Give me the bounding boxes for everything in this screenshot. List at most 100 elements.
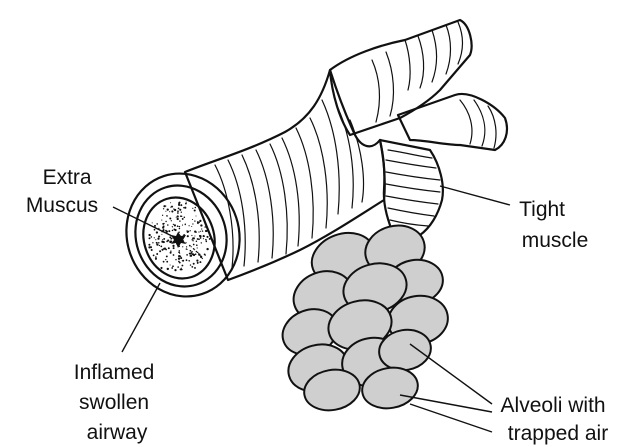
- mucus-speckle: [169, 236, 171, 238]
- mucus-speckle: [160, 246, 162, 248]
- mucus-speckle: [178, 202, 180, 204]
- mucus-speckle: [170, 241, 172, 243]
- mucus-speckle: [169, 211, 170, 212]
- mucus-speckle: [201, 242, 202, 243]
- mucus-speckle: [195, 215, 196, 216]
- mucus-speckle: [184, 207, 186, 209]
- mucus-speckle: [205, 254, 206, 255]
- mucus-speckle: [179, 226, 180, 227]
- mucus-speckle: [172, 230, 174, 232]
- mucus-speckle: [168, 230, 170, 232]
- mucus-speckle: [177, 218, 179, 220]
- mucus-speckle: [200, 256, 202, 258]
- mucus-speckle: [162, 215, 163, 216]
- mucus-speckle: [195, 207, 197, 209]
- mucus-speckle: [179, 250, 180, 251]
- mucus-speckle: [187, 231, 189, 233]
- mucus-speckle: [199, 220, 201, 222]
- mucus-speckle: [198, 231, 199, 232]
- mucus-speckle: [172, 226, 173, 227]
- mucus-speckle: [192, 240, 193, 241]
- mucus-speckle: [177, 215, 179, 217]
- mucus-speckle: [186, 248, 187, 249]
- mucus-speckle: [201, 214, 203, 216]
- mucus-speckle: [165, 259, 166, 260]
- mucus-speckle: [154, 237, 155, 238]
- mucus-speckle: [202, 258, 203, 259]
- mucus-speckle: [200, 231, 201, 232]
- mucus-speckle: [186, 259, 188, 261]
- mucus-speckle: [203, 236, 204, 237]
- mucus-speckle: [202, 230, 203, 231]
- mucus-speckle: [148, 246, 150, 248]
- mucus-speckle: [174, 209, 176, 211]
- mucus-speckle: [177, 267, 178, 268]
- mucus-speckle: [162, 227, 164, 229]
- mucus-speckle: [161, 220, 162, 221]
- mucus-speckle: [200, 224, 202, 226]
- mucus-speckle: [178, 261, 180, 263]
- mucus-speckle: [165, 221, 166, 222]
- mucus-speckle: [156, 231, 158, 233]
- mucus-speckle: [180, 256, 182, 258]
- mucus-speckle: [166, 215, 167, 216]
- mucus-speckle: [173, 247, 175, 249]
- mucus-speckle: [209, 238, 211, 240]
- mucus-speckle: [158, 238, 160, 240]
- lower-bronchus: [380, 140, 443, 238]
- mucus-speckle: [198, 254, 200, 256]
- mucus-speckle: [179, 209, 181, 211]
- mucus-speckle: [192, 253, 194, 255]
- mucus-speckle: [190, 230, 191, 231]
- mucus-speckle: [163, 261, 165, 263]
- leader-tight-muscle: [440, 186, 510, 205]
- mucus-speckle: [195, 253, 197, 255]
- mucus-speckle: [178, 258, 180, 260]
- mucus-speckle: [166, 255, 168, 257]
- mucus-speckle: [156, 242, 158, 244]
- mucus-speckle: [194, 235, 195, 236]
- mucus-speckle: [193, 237, 195, 239]
- mucus-speckle: [200, 237, 202, 239]
- mucus-speckle: [196, 244, 198, 246]
- mucus-speckle: [194, 249, 195, 250]
- mucus-speckle: [172, 265, 174, 267]
- mucus-speckle: [185, 224, 186, 225]
- mucus-speckle: [207, 230, 208, 231]
- mucus-speckle: [191, 246, 192, 247]
- mucus-speckle: [188, 260, 190, 262]
- mucus-speckle: [152, 222, 153, 223]
- mucus-speckle: [187, 235, 189, 237]
- mucus-speckle: [192, 219, 193, 220]
- mucus-speckle: [156, 243, 158, 245]
- mucus-speckle: [199, 261, 201, 263]
- mucus-speckle: [196, 260, 198, 262]
- mucus-speckle: [186, 246, 187, 247]
- mucus-speckle: [167, 208, 169, 210]
- mucus-speckle: [176, 217, 177, 218]
- mucus-speckle: [192, 208, 193, 209]
- mucus-speckle: [180, 268, 182, 270]
- mucus-speckle: [156, 223, 158, 225]
- mucus-speckle: [175, 259, 176, 260]
- mucus-speckle: [174, 269, 176, 271]
- mucus-speckle: [185, 203, 187, 205]
- label-alveoli: Alveoli with trapped air: [501, 394, 612, 445]
- mucus-speckle: [199, 235, 201, 237]
- leader-alveoli-2: [400, 395, 492, 412]
- mucus-speckle: [151, 236, 153, 238]
- mucus-speckle: [166, 241, 168, 243]
- mucus-speckle: [148, 244, 150, 246]
- leader-inflamed-airway: [122, 283, 160, 352]
- mucus-speckle: [197, 262, 199, 264]
- mucus-speckle: [169, 217, 171, 219]
- mucus-speckle: [194, 209, 196, 211]
- mucus-speckle: [177, 212, 179, 214]
- mucus-speckle: [203, 238, 204, 239]
- mucus-speckle: [186, 202, 187, 203]
- mucus-speckle: [158, 235, 160, 237]
- mucus-speckle: [165, 205, 166, 206]
- mucus-speckle: [182, 225, 183, 226]
- mucus-speckle: [165, 249, 167, 251]
- mucus-speckle: [205, 230, 207, 232]
